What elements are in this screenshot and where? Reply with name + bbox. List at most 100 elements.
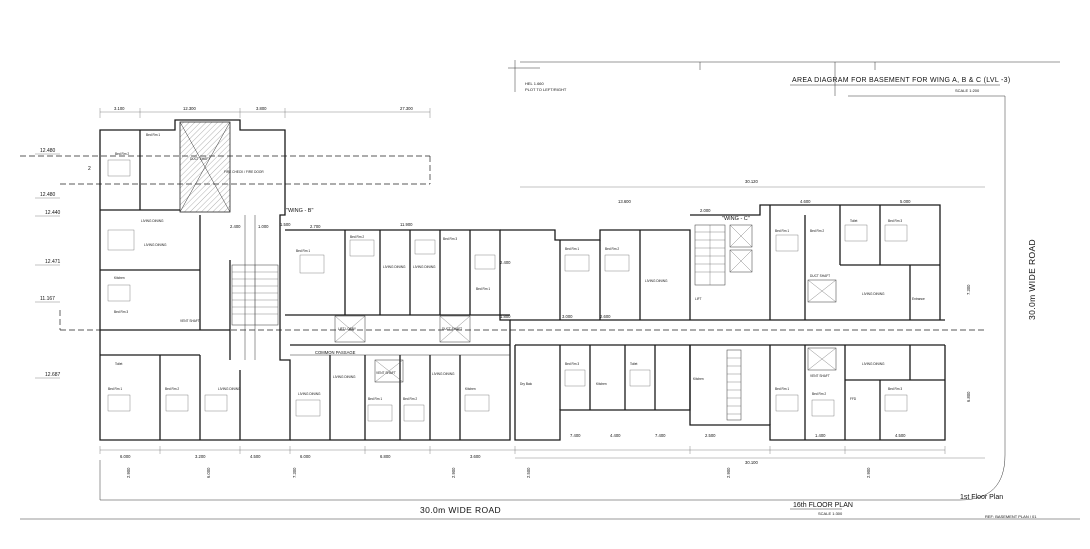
room-label-c10: Bed Rm 1	[775, 387, 789, 391]
dim-mid-2: 1.800	[500, 314, 511, 319]
level-mark-5: 11.167	[40, 296, 55, 302]
dim-vert-7: 2.900	[866, 467, 871, 478]
room-label-b1: Bed Rm 1	[296, 249, 310, 253]
room-label-c0c: LIVING DINING	[645, 279, 668, 283]
room-label-c13: LIFT	[695, 297, 702, 301]
dim-bottom-1: 6.000	[120, 454, 131, 459]
area-diagram-scale: SCALE 1:200	[955, 88, 980, 93]
room-label-b4: LIVING DINING	[413, 265, 436, 269]
room-label-a3: LIVING DINING	[141, 219, 164, 223]
dim-vert-1: 2.900	[126, 467, 131, 478]
room-label-c0b: Bed Rm 2	[605, 247, 619, 251]
dim-c2: 4.600	[800, 199, 811, 204]
room-label-a2: Bed Rm 2	[115, 152, 129, 156]
dim-mid-6: 1.000	[258, 224, 269, 229]
room-label-a1: Bed Rm 1	[146, 133, 160, 137]
room-label-a4: LIVING DINING	[144, 243, 167, 247]
level-mark-2: 12.480	[40, 192, 56, 198]
dim-30100: 30.100	[745, 460, 758, 465]
room-label-fire: FIRE CHECK / FIRE DOOR	[224, 170, 264, 174]
room-label-b11: LIVING DINING	[333, 375, 356, 379]
dim-mid-7: 2.700	[310, 224, 321, 229]
bottom-dimensions: 6.000 3.200 4.500 2.900 6.000 7.300 2.90…	[99, 208, 946, 478]
16th-floor-plan-title: 16th FLOOR PLAN	[793, 502, 853, 509]
room-label-b9: VENT SHAFT	[376, 371, 396, 375]
dim-mid-3: 3.000	[562, 314, 573, 319]
dim-mid-1: 2.400	[500, 260, 511, 265]
room-label-c6: Entrance	[912, 297, 925, 301]
room-label-c2: Bed Rm 2	[810, 229, 824, 233]
dim-b4: 6.800	[380, 454, 391, 459]
dim-c4: 2.500	[705, 433, 716, 438]
level-mark-3: 12.440	[45, 210, 61, 216]
wing-c-label: "WING - C"	[722, 216, 750, 222]
dim-vert-2: 6.000	[206, 467, 211, 478]
dim-c6: 4.500	[895, 433, 906, 438]
room-label-duct-a: DUCT SHAFT	[190, 157, 210, 161]
room-label-c9: LIVING DINING	[862, 362, 885, 366]
room-label-b13: Bed Rm 2	[403, 397, 417, 401]
room-label-a5: Kitchen	[114, 276, 125, 280]
room-label-b14: Kitchen	[465, 387, 476, 391]
road-labels: 30.0m WIDE ROAD 30.0m WIDE ROAD	[20, 239, 1080, 520]
floor-plan-titles: 16th FLOOR PLAN SCALE 1:300 1st Floor Pl…	[790, 494, 1037, 519]
room-label-b6: Bed Rm 1	[476, 287, 490, 291]
section-mark: 2	[88, 166, 91, 172]
room-label-c14: Kitchen	[693, 377, 704, 381]
room-label-b5: Bed Rm 3	[443, 237, 457, 241]
room-label-c7: DUCT SHAFT	[810, 274, 830, 278]
room-label-b3: LIVING DINING	[383, 265, 406, 269]
room-label-b8: DUCT SHAFT	[442, 327, 462, 331]
top-note-2: PLOT TO LEFT/RIGHT	[525, 87, 567, 92]
room-label-c1: Bed Rm 1	[775, 229, 789, 233]
common-passage-label: COMMON PASSAGE	[315, 350, 356, 355]
dim-c0c: 7.400	[655, 433, 666, 438]
dim-mid-4: 2.600	[600, 314, 611, 319]
dim-c3: 5.000	[900, 199, 911, 204]
room-label-c8: VENT SHAFT	[810, 374, 830, 378]
top-dim-1: 3.100	[114, 106, 125, 111]
room-label-c11: Bed Rm 2	[812, 392, 826, 396]
wing-c-block: "WING - C"	[618, 199, 971, 441]
area-diagram-header: AREA DIAGRAM FOR BASEMENT FOR WING A, B …	[508, 60, 1060, 93]
top-dim-3: 3.800	[256, 106, 267, 111]
room-label-c0f: Toilet	[630, 362, 638, 366]
area-diagram-title: AREA DIAGRAM FOR BASEMENT FOR WING A, B …	[792, 77, 1011, 84]
room-label-a9: Bed Rm 2	[165, 387, 179, 391]
room-label-c12: Bed Rm 3	[888, 387, 902, 391]
16th-floor-plan-scale: SCALE 1:300	[818, 511, 843, 516]
dim-b1: 1.500	[280, 222, 291, 227]
stair-c-lower	[726, 349, 742, 421]
dim-c1: 13.600	[618, 199, 631, 204]
site-boundary	[99, 62, 1006, 501]
room-label-c3: Toilet	[850, 219, 858, 223]
stair-a	[231, 264, 279, 326]
room-label-b12: Bed Rm 1	[368, 397, 382, 401]
room-label-b15: LIVING DINING	[432, 372, 455, 376]
room-label-c5: LIVING DINING	[862, 292, 885, 296]
dim-b3: 6.000	[300, 454, 311, 459]
room-label-a8: Bed Rm 1	[108, 387, 122, 391]
reference-note: REF: BASEMENT PLAN / 01	[985, 514, 1037, 519]
dim-c7: 7.300	[966, 284, 971, 295]
room-label-c15: FFD	[850, 397, 857, 401]
top-dimensions: 3.100 12.300 3.800 27.300 30.120 30.100	[99, 106, 985, 465]
dim-30120: 30.120	[745, 179, 758, 184]
dim-mid-5: 2.400	[230, 224, 241, 229]
room-label-b10: LIVING DINING	[298, 392, 321, 396]
dim-b5: 3.600	[470, 454, 481, 459]
level-mark-6: 12.687	[45, 372, 61, 378]
dim-b2: 11.900	[400, 222, 413, 227]
dim-bottom-3: 4.500	[250, 454, 261, 459]
1st-floor-plan-title: 1st Floor Plan	[960, 494, 1003, 501]
room-label-c0a: Bed Rm 1	[565, 247, 579, 251]
center-connector-block: Bed Rm 1 Bed Rm 2 LIVING DINING Bed Rm 3…	[500, 229, 691, 441]
stair-c	[694, 224, 753, 286]
room-label-a10: LIVING DINING	[218, 387, 241, 391]
dim-vert-4: 2.900	[451, 467, 456, 478]
room-label-c4: Bed Rm 3	[888, 219, 902, 223]
room-label-c0d: Bed Rm 3	[565, 362, 579, 366]
level-mark-4: 12.471	[45, 259, 61, 265]
top-dim-4: 27.300	[400, 106, 413, 111]
